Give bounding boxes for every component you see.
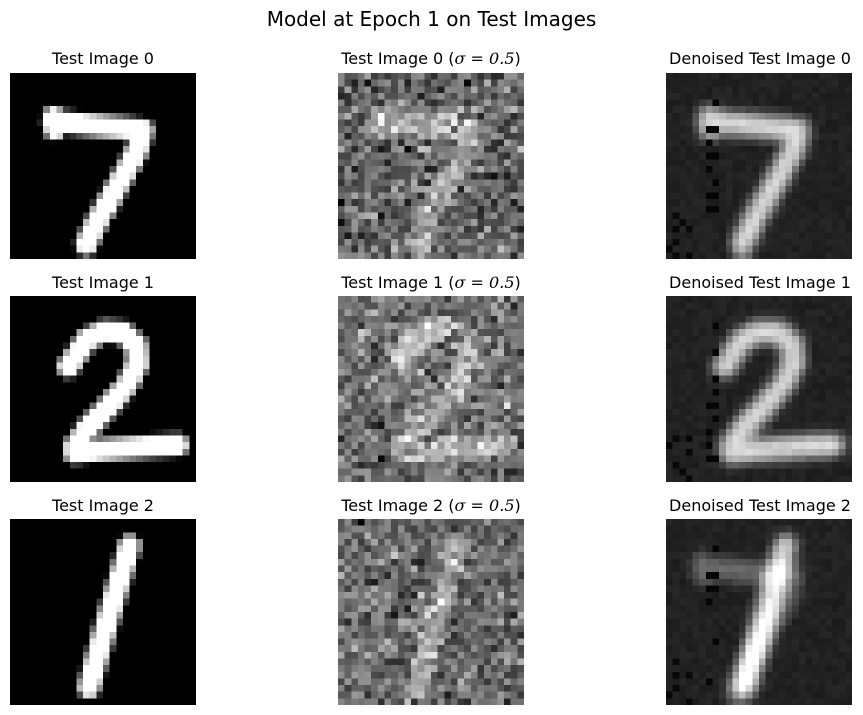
noisy-title-suffix: ) (514, 496, 521, 515)
panel-title-denoised-2: Denoised Test Image 2 (669, 496, 851, 515)
noisy-title-suffix: ) (514, 273, 521, 292)
panel-title-noisy-0: Test Image 0 (σ = 0.5) (300, 49, 562, 69)
panel-title-clean-0: Test Image 0 (52, 49, 154, 68)
noisy-title-prefix: Test Image 1 ( (341, 273, 455, 292)
panel-title-clean-1: Test Image 1 (52, 273, 154, 292)
noisy-title-prefix: Test Image 2 ( (341, 496, 455, 515)
noisy-image-2 (338, 519, 524, 705)
denoised-image-0 (666, 73, 852, 259)
panel-title-noisy-1: Test Image 1 (σ = 0.5) (300, 273, 562, 293)
denoised-image-1 (666, 296, 852, 482)
clean-image-0 (10, 73, 196, 259)
panel-title-clean-2: Test Image 2 (52, 496, 154, 515)
noisy-image-1 (338, 296, 524, 482)
noisy-title-prefix: Test Image 0 ( (341, 49, 455, 68)
panel-title-denoised-1: Denoised Test Image 1 (669, 273, 851, 292)
clean-image-2 (10, 519, 196, 705)
sigma-label: σ = 0.5 (454, 496, 515, 515)
noisy-title-suffix: ) (514, 49, 521, 68)
panel-title-noisy-2: Test Image 2 (σ = 0.5) (300, 496, 562, 516)
sigma-label: σ = 0.5 (454, 273, 515, 292)
sigma-label: σ = 0.5 (454, 49, 515, 68)
panel-title-denoised-0: Denoised Test Image 0 (669, 49, 851, 68)
figure-title: Model at Epoch 1 on Test Images (266, 7, 597, 31)
denoised-image-2 (666, 519, 852, 705)
clean-image-1 (10, 296, 196, 482)
noisy-image-0 (338, 73, 524, 259)
